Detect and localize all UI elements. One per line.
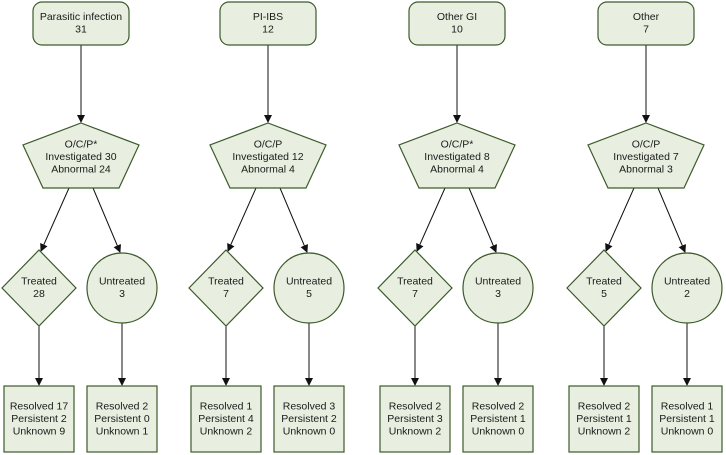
treated-outcome-box: [379, 385, 451, 453]
treated-outcome-line: Persistent 1: [576, 413, 632, 425]
ocp-pentagon: [209, 122, 327, 189]
category-line: 12: [262, 24, 274, 36]
category-box: [408, 1, 506, 46]
untreated-line: 2: [684, 288, 690, 300]
category-box: [597, 1, 695, 46]
ocp-pentagon: [398, 122, 516, 189]
treated-outcome-box: [3, 385, 75, 453]
treated-line: Treated: [21, 276, 57, 288]
treated-line: Treated: [208, 276, 244, 288]
treated-line: 5: [601, 288, 607, 300]
untreated-outcome-line: Resolved 2: [472, 400, 525, 412]
ocp-line: O/C/P: [632, 138, 661, 150]
untreated-line: 3: [119, 288, 125, 300]
treated-outcome-line: Unknown 2: [200, 425, 253, 437]
untreated-outcome-line: Resolved 1: [661, 400, 714, 412]
category-line: 10: [451, 24, 463, 36]
untreated-line: Untreated: [664, 276, 710, 288]
ocp-line: Investigated 7: [613, 151, 679, 163]
ocp-line: O/C/P*: [65, 138, 98, 150]
treated-outcome-line: Resolved 2: [578, 400, 631, 412]
edge-ocp-to-untreated: [657, 187, 686, 253]
treated-line: 28: [33, 288, 45, 300]
untreated-outcome-box: [273, 385, 345, 453]
treated-outcome-line: Unknown 9: [13, 425, 66, 437]
treated-line: 7: [223, 288, 229, 300]
category-line: Parasitic infection: [40, 11, 122, 23]
untreated-outcome-box: [462, 385, 534, 453]
treated-outcome-line: Unknown 2: [578, 425, 631, 437]
untreated-line: Untreated: [286, 276, 332, 288]
edge-ocp-to-treated: [605, 187, 635, 252]
ocp-line: Investigated 8: [424, 151, 490, 163]
untreated-outcome-line: Persistent 1: [470, 413, 526, 425]
treated-outcome-line: Unknown 2: [389, 425, 442, 437]
ocp-line: O/C/P*: [441, 138, 474, 150]
category-line: 7: [643, 24, 649, 36]
untreated-outcome-line: Resolved 3: [283, 400, 336, 412]
ocp-pentagon: [22, 122, 140, 189]
ocp-line: O/C/P: [254, 138, 283, 150]
untreated-outcome-line: Unknown 0: [283, 425, 336, 437]
edge-ocp-to-treated: [416, 187, 446, 252]
treated-outcome-line: Resolved 2: [389, 400, 442, 412]
edge-ocp-to-treated: [40, 187, 70, 252]
edge-ocp-to-untreated: [279, 187, 308, 253]
edges: [35, 45, 691, 386]
untreated-outcome-line: Persistent 0: [94, 413, 150, 425]
edge-ocp-to-treated: [227, 187, 257, 252]
untreated-circle: [273, 252, 345, 324]
untreated-line: 5: [306, 288, 312, 300]
treated-outcome-line: Persistent 3: [387, 413, 443, 425]
untreated-circle: [651, 252, 723, 324]
untreated-line: Untreated: [99, 276, 145, 288]
treated-outcome-box: [190, 385, 262, 453]
untreated-circle: [86, 252, 158, 324]
category-box: [219, 1, 317, 46]
category-box: [32, 1, 130, 46]
treated-line: Treated: [586, 276, 622, 288]
ocp-line: Abnormal 4: [241, 163, 295, 175]
category-line: 31: [75, 24, 87, 36]
treated-diamond: [566, 249, 642, 327]
ocp-pentagon: [587, 122, 705, 189]
edge-ocp-to-untreated: [468, 187, 497, 253]
ocp-line: Investigated 30: [45, 151, 116, 163]
treated-outcome-line: Resolved 1: [200, 400, 253, 412]
untreated-circle: [462, 252, 534, 324]
treated-diamond: [1, 249, 77, 327]
treated-outcome-line: Persistent 4: [198, 413, 254, 425]
treated-diamond: [188, 249, 264, 327]
treated-outcome-line: Resolved 17: [10, 400, 69, 412]
untreated-outcome-line: Persistent 1: [659, 413, 715, 425]
ocp-line: Abnormal 24: [51, 163, 111, 175]
treated-outcome-box: [568, 385, 640, 453]
category-line: PI-IBS: [253, 11, 283, 23]
untreated-outcome-line: Persistent 2: [281, 413, 337, 425]
treated-outcome-line: Persistent 2: [11, 413, 67, 425]
untreated-outcome-line: Unknown 1: [96, 425, 149, 437]
category-line: Other: [633, 11, 660, 23]
ocp-line: Investigated 12: [232, 151, 303, 163]
untreated-outcome-box: [86, 385, 158, 453]
category-line: Other GI: [437, 11, 477, 23]
treated-diamond: [377, 249, 453, 327]
column-1: Parasitic infection31O/C/P*Investigated …: [1, 1, 158, 453]
untreated-outcome-line: Unknown 0: [661, 425, 714, 437]
ocp-line: Abnormal 4: [430, 163, 484, 175]
untreated-line: 3: [495, 288, 501, 300]
treated-line: 7: [412, 288, 418, 300]
untreated-outcome-box: [651, 385, 723, 453]
treated-line: Treated: [397, 276, 433, 288]
ocp-line: Abnormal 3: [619, 163, 673, 175]
untreated-outcome-line: Unknown 0: [472, 425, 525, 437]
edge-ocp-to-untreated: [92, 187, 121, 253]
untreated-outcome-line: Resolved 2: [96, 400, 149, 412]
untreated-line: Untreated: [475, 276, 521, 288]
